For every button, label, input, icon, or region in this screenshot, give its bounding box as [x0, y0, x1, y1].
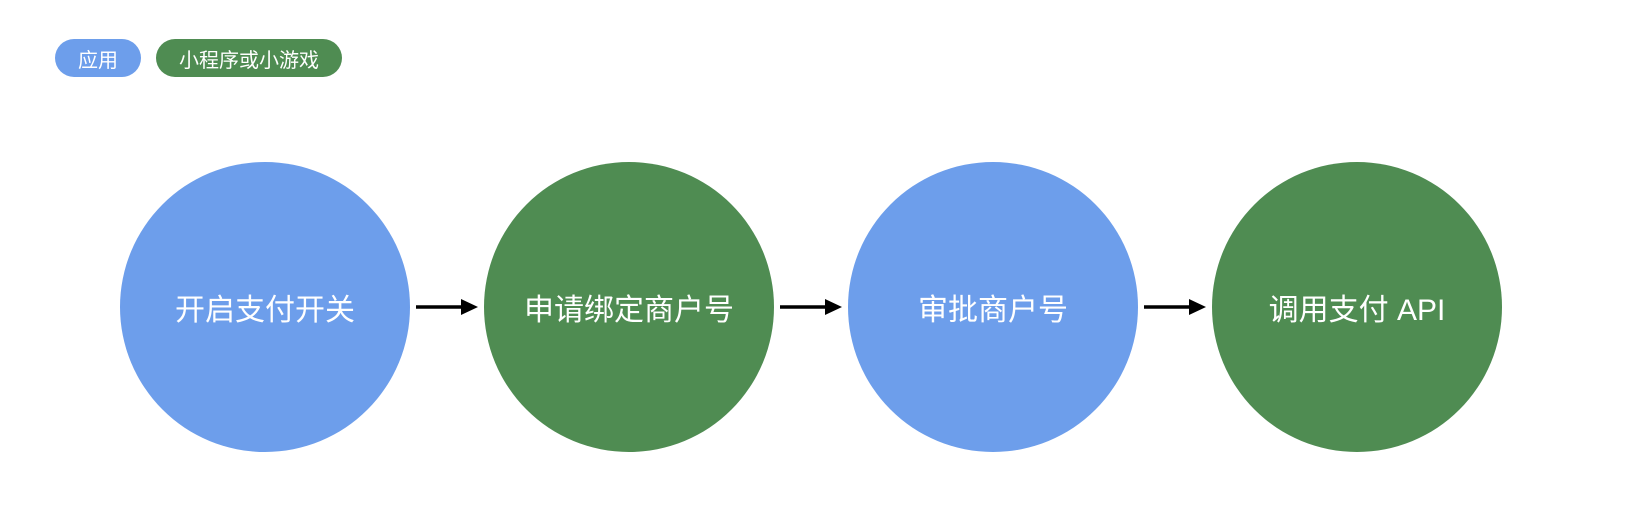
- flow-node-approve-merchant-id: 审批商户号: [848, 162, 1138, 452]
- flow-node-apply-bind-merchant-id: 申请绑定商户号: [484, 162, 774, 452]
- legend-pill-miniprogram: 小程序或小游戏: [156, 39, 342, 77]
- arrow-right-icon: [1138, 296, 1212, 318]
- legend: 应用 小程序或小游戏: [55, 39, 342, 77]
- payment-flow-diagram: 开启支付开关 申请绑定商户号 审批商户号 调用支付 API: [120, 162, 1502, 452]
- legend-pill-app: 应用: [55, 39, 141, 77]
- flow-node-call-payment-api: 调用支付 API: [1212, 162, 1502, 452]
- arrow-right-icon: [774, 296, 848, 318]
- flow-node-enable-payment-switch: 开启支付开关: [120, 162, 410, 452]
- arrow-right-icon: [410, 296, 484, 318]
